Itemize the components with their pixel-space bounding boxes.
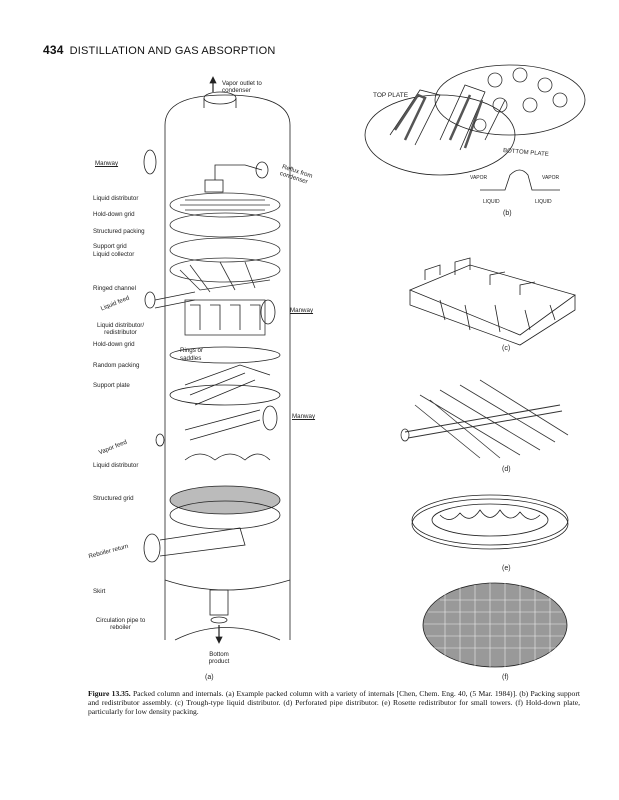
label-vapor-right: VAPOR: [542, 175, 560, 181]
label-random-packing: Random packing: [93, 362, 140, 369]
panel-label-b: (b): [503, 210, 512, 217]
label-vapor-outlet: Vapor outlet to condenser: [222, 80, 262, 94]
label-top-plate: TOP PLATE: [373, 92, 409, 99]
hold-down-plate-drawing: [422, 582, 568, 668]
label-structured-grid: Structured grid: [93, 495, 134, 502]
figure-caption: Figure 13.35. Packed column and internal…: [88, 689, 580, 716]
label-circulation-pipe: Circulation pipe to reboiler: [95, 617, 146, 631]
panel-label-f: (f): [502, 674, 509, 681]
support-redistributor-drawing: [364, 64, 586, 191]
label-liquid-left: LIQUID: [483, 199, 500, 205]
trough-distributor-drawing: [408, 257, 576, 346]
running-header: 434 DISTILLATION AND GAS ABSORPTION: [43, 43, 276, 57]
label-rings-or-saddles: Rings or saddles: [180, 347, 204, 362]
label-manway-top: Manway: [95, 160, 119, 167]
label-liquid-distributor-1: Liquid distributor: [93, 195, 139, 202]
panel-label-a: (a): [205, 674, 214, 681]
caption-text: Packed column and internals. (a) Example…: [88, 689, 580, 716]
packed-column-drawing: [143, 76, 291, 644]
label-vapor-left: VAPOR: [470, 175, 488, 181]
panel-label-c: (c): [502, 345, 511, 352]
label-liquid-redistributor: Liquid distributor/ redistributor: [96, 322, 145, 336]
label-liquid-right: LIQUID: [535, 199, 552, 205]
page-number: 434: [43, 43, 64, 57]
label-hold-down-grid-1: Hold-down grid: [93, 211, 135, 218]
panel-label-e: (e): [502, 565, 511, 572]
label-ringed-channel: Ringed channel: [93, 285, 137, 292]
rosette-redistributor-drawing: [411, 494, 569, 550]
label-liquid-collector: Liquid collector: [93, 251, 135, 258]
label-skirt: Skirt: [93, 588, 106, 595]
panel-label-d: (d): [502, 466, 511, 473]
label-liquid-distributor-2: Liquid distributor: [93, 462, 139, 469]
running-title: DISTILLATION AND GAS ABSORPTION: [69, 45, 276, 57]
label-manway-low: Manway: [292, 413, 316, 420]
label-hold-down-grid-2: Hold-down grid: [93, 341, 135, 348]
perforated-pipe-drawing: [400, 379, 569, 459]
label-support-grid: Support grid: [93, 243, 127, 250]
label-bottom-product: Bottom product: [208, 651, 230, 665]
label-structured-packing: Structured packing: [93, 228, 145, 235]
caption-figure-id: Figure 13.35.: [88, 689, 131, 698]
label-support-plate: Support plate: [93, 382, 130, 389]
label-manway-mid: Manway: [290, 307, 314, 314]
